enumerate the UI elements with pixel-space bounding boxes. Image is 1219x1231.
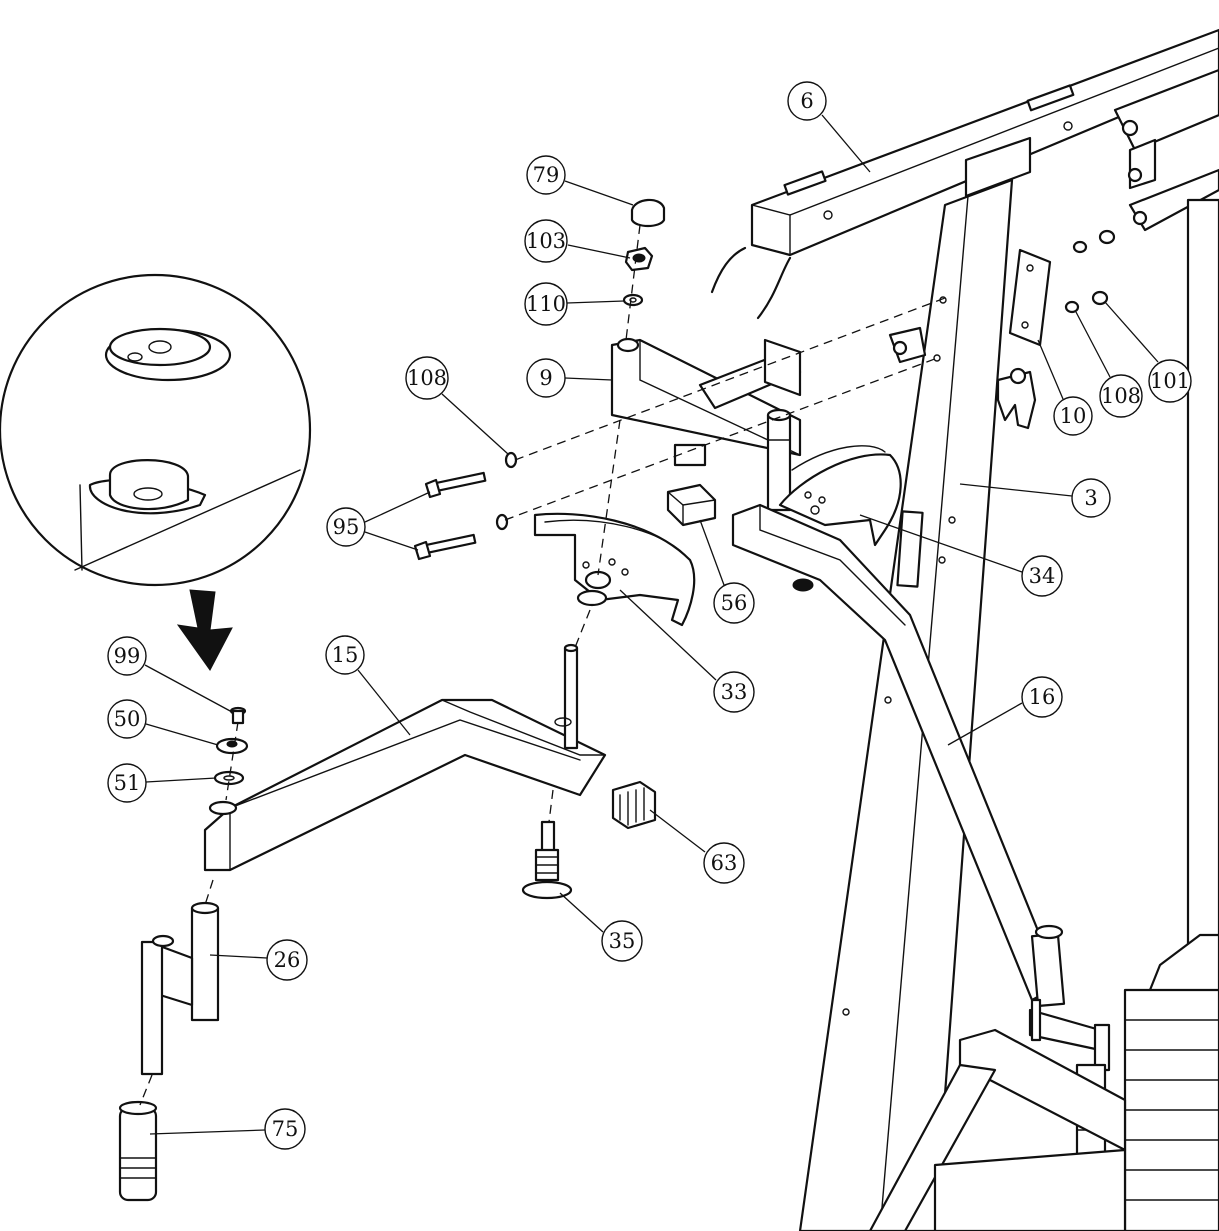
- callout-label: 108: [1101, 384, 1141, 408]
- callout-16: 16: [947, 676, 1063, 746]
- plate-33: [533, 512, 696, 627]
- callout-label: 110: [526, 292, 566, 316]
- callout-label: 3: [1084, 486, 1097, 510]
- callout-35: 35: [559, 892, 643, 962]
- callout-label: 33: [721, 680, 748, 704]
- callout-34: 34: [859, 514, 1063, 597]
- callout-79: 79: [526, 155, 634, 206]
- callout-label: 51: [114, 771, 141, 795]
- callout-label: 103: [526, 229, 566, 253]
- callout-label: 10: [1060, 404, 1087, 428]
- plate-34: [778, 445, 902, 547]
- callout-label: 9: [539, 366, 552, 390]
- callout-26: 26: [209, 939, 308, 981]
- pulley-plate-10: [888, 229, 1116, 430]
- callout-label: 26: [274, 948, 301, 972]
- cap-50: [215, 737, 249, 755]
- callout-label: 50: [114, 707, 141, 731]
- callout-label: 108: [407, 366, 447, 390]
- callout-103: 103: [524, 219, 631, 263]
- arm-15: [203, 643, 607, 872]
- callout-label: 34: [1029, 564, 1056, 588]
- callout-110: 110: [524, 282, 625, 326]
- callout-label: 56: [721, 591, 748, 615]
- callout-75: 75: [149, 1108, 306, 1150]
- callout-101: 101: [1104, 301, 1192, 403]
- foot-pin-35: [521, 820, 573, 900]
- callout-label: 99: [114, 644, 141, 668]
- grip-75: [118, 1100, 158, 1202]
- washer-110: [622, 293, 644, 307]
- callout-label: 63: [711, 851, 738, 875]
- callout-label: 79: [533, 163, 560, 187]
- callout-56: 56: [699, 519, 755, 624]
- callout-99: 99: [107, 636, 233, 713]
- callout-label: 15: [332, 643, 359, 667]
- callout-label: 16: [1029, 685, 1056, 709]
- callout-3: 3: [959, 478, 1111, 518]
- callout-15: 15: [325, 635, 411, 736]
- callout-108-left: 108: [405, 356, 509, 455]
- top-beam-6: [710, 28, 1219, 320]
- pivot-shaft: [766, 408, 792, 512]
- top-right-bracket: [1113, 68, 1219, 962]
- assembly-lines: [139, 224, 946, 1106]
- handle-26: [140, 901, 220, 1076]
- weight-stack: [1123, 933, 1219, 1231]
- callout-63: 63: [649, 809, 745, 884]
- insert-63: [611, 780, 657, 830]
- callout-label: 95: [333, 515, 360, 539]
- bolt-95-lower: [413, 533, 477, 561]
- cap-79: [630, 198, 666, 228]
- arm-9: [610, 337, 802, 467]
- callout-50: 50: [107, 699, 219, 746]
- callout-label: 75: [272, 1117, 299, 1141]
- base-frame: [868, 1028, 1127, 1231]
- callout-label: 35: [609, 929, 636, 953]
- down-arrow-icon: [176, 589, 233, 671]
- bolt-95-upper: [424, 471, 487, 499]
- nut-103: [624, 246, 654, 272]
- callout-label: 6: [800, 89, 813, 113]
- callout-label: 101: [1150, 369, 1190, 393]
- screw-99: [229, 706, 247, 725]
- callout-108-right: 108: [1075, 311, 1143, 418]
- callout-9: 9: [526, 358, 613, 398]
- bushing-56: [666, 483, 717, 527]
- detail-inset: [0, 273, 312, 587]
- callout-51: 51: [107, 763, 217, 803]
- callout-33: 33: [619, 589, 755, 713]
- callout-6: 6: [787, 81, 871, 173]
- callout-10: 10: [1037, 339, 1093, 436]
- callout-95: 95: [326, 491, 431, 551]
